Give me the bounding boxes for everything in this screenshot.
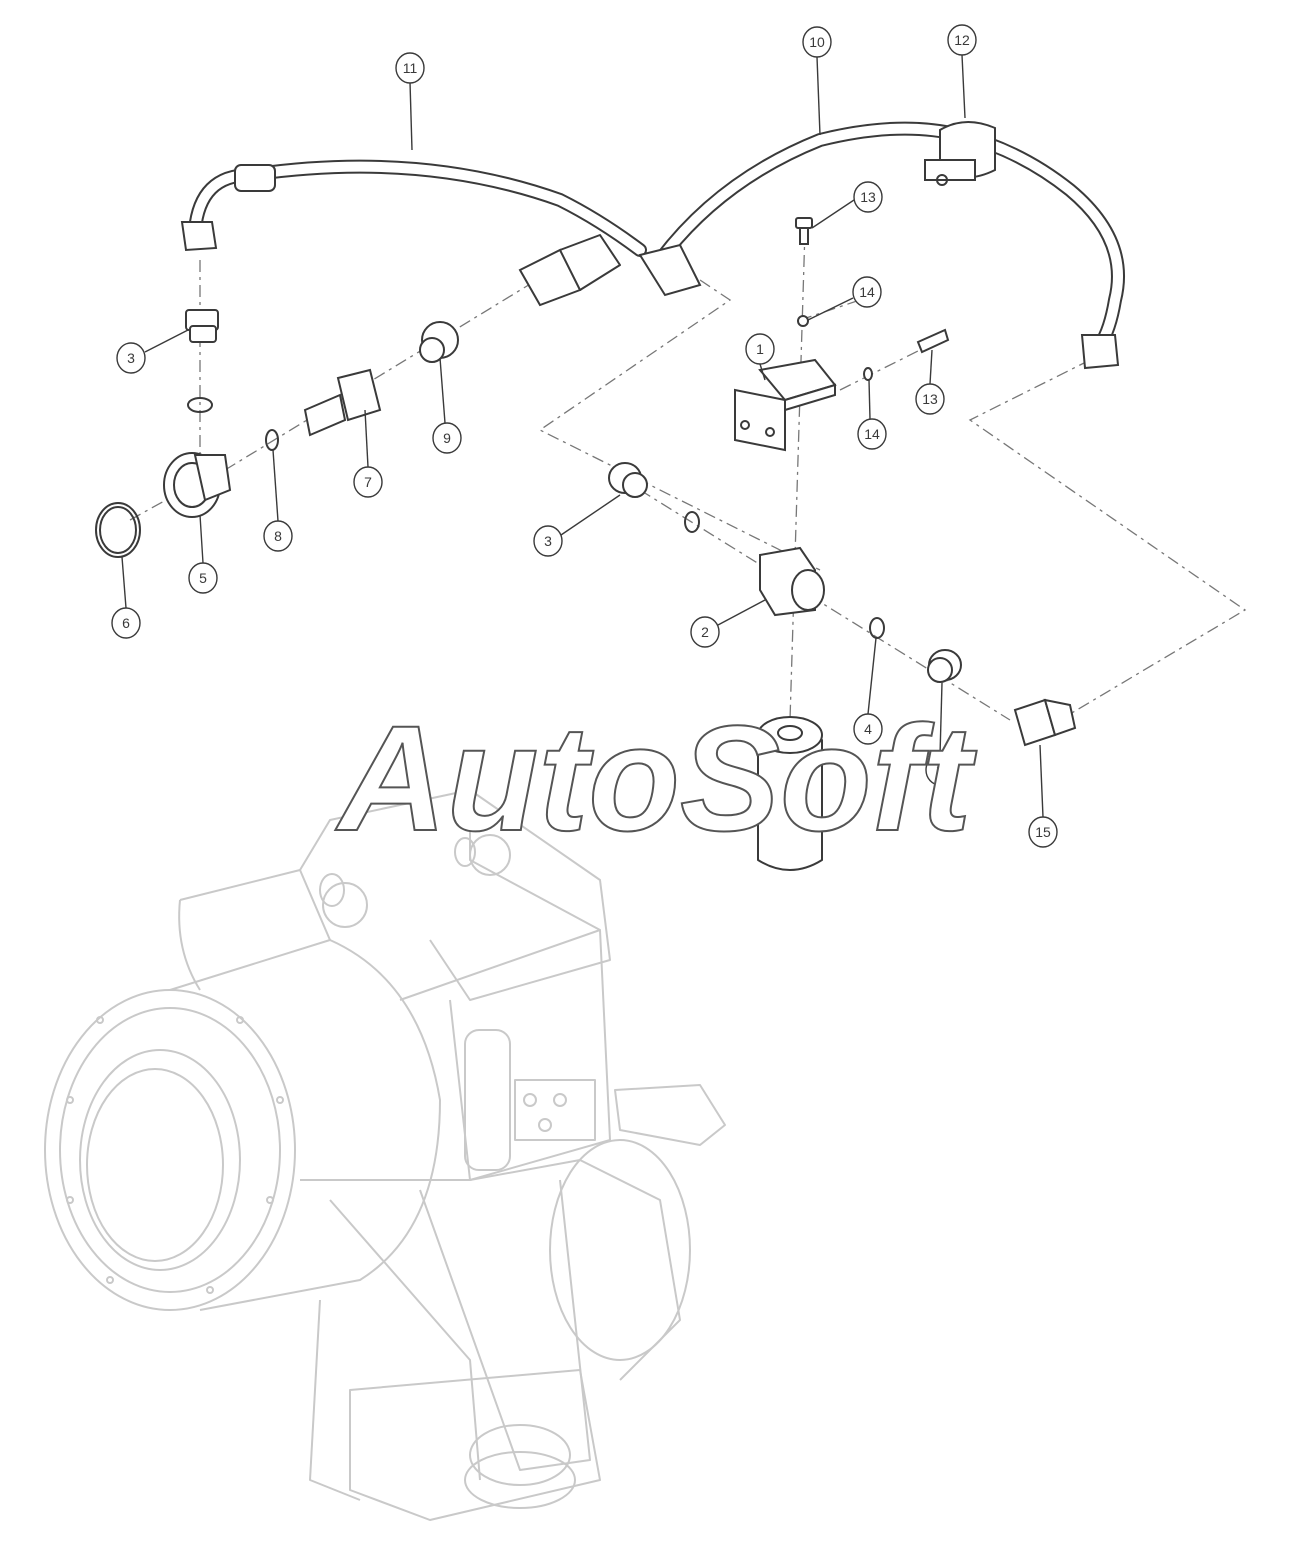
- callout-6: 6: [111, 556, 141, 639]
- adapter-3-center[interactable]: [608, 462, 648, 498]
- callout-4-label: 4: [864, 721, 872, 737]
- callout-13-lower: 13: [915, 349, 945, 415]
- routing-centerlines: [129, 229, 1247, 721]
- hose-11[interactable]: [180, 159, 647, 307]
- callout-7-label: 7: [364, 474, 372, 490]
- filter-cartridge[interactable]: [757, 716, 823, 871]
- callout-13-upper-label: 13: [860, 189, 876, 205]
- callout-8: 8: [263, 449, 293, 552]
- adapter-3-left[interactable]: [185, 309, 219, 343]
- callout-11-label: 11: [403, 60, 418, 76]
- o-ring-small-left[interactable]: [187, 397, 213, 413]
- filter-head-5[interactable]: [163, 452, 232, 518]
- callout-1: 1: [745, 333, 775, 381]
- o-ring-center[interactable]: [684, 511, 700, 533]
- callout-13-upper: 13: [811, 181, 883, 229]
- callout-2: 2: [690, 599, 766, 648]
- clamp-12[interactable]: [924, 121, 996, 186]
- elbow-fitting-15[interactable]: [1013, 698, 1077, 747]
- callout-9-label: 9: [443, 430, 451, 446]
- o-ring-8[interactable]: [265, 429, 279, 451]
- callout-3-center-label: 3: [544, 533, 552, 549]
- callout-3-center: 3: [533, 494, 621, 557]
- callout-3-right: 3: [925, 682, 955, 786]
- callout-5: 5: [188, 514, 218, 594]
- callout-3-right-label: 3: [936, 762, 944, 778]
- screw-13-upper[interactable]: [795, 217, 813, 245]
- watermark-text: AutoSoft: [334, 694, 977, 862]
- bracket-1[interactable]: [734, 358, 837, 452]
- callout-14-lower: 14: [857, 379, 887, 450]
- callout-13-lower-label: 13: [922, 391, 938, 407]
- callout-5-label: 5: [199, 570, 207, 586]
- transmission-housing-ghost: [44, 789, 726, 1521]
- o-ring-6[interactable]: [95, 502, 141, 558]
- callout-6-label: 6: [122, 615, 130, 631]
- callout-1-label: 1: [756, 341, 764, 357]
- callout-11: 11: [395, 52, 425, 151]
- fitting-7[interactable]: [303, 368, 382, 437]
- hose-10[interactable]: [638, 121, 1125, 370]
- callout-2-label: 2: [701, 624, 709, 640]
- callout-3-left-label: 3: [127, 350, 135, 366]
- washer-14-upper[interactable]: [797, 315, 809, 327]
- callout-9: 9: [432, 357, 462, 454]
- callout-3-left: 3: [116, 329, 189, 374]
- screw-13-lower[interactable]: [916, 328, 950, 354]
- adapter-3-right[interactable]: [927, 649, 962, 683]
- washer-14-lower[interactable]: [863, 367, 873, 381]
- callout-10-label: 10: [809, 34, 825, 50]
- callout-12-label: 12: [954, 32, 970, 48]
- o-ring-4[interactable]: [869, 617, 885, 639]
- callout-15-label: 15: [1035, 824, 1051, 840]
- callout-7: 7: [353, 409, 383, 498]
- adapter-9[interactable]: [419, 321, 459, 363]
- filter-head-2[interactable]: [759, 546, 825, 617]
- callout-14-upper-label: 14: [859, 284, 875, 300]
- callout-14-upper: 14: [807, 276, 882, 321]
- callout-12: 12: [947, 24, 977, 119]
- callout-15: 15: [1028, 744, 1058, 848]
- callout-8-label: 8: [274, 528, 282, 544]
- callout-4: 4: [853, 637, 883, 745]
- callout-10: 10: [802, 26, 832, 136]
- callout-14-lower-label: 14: [864, 426, 880, 442]
